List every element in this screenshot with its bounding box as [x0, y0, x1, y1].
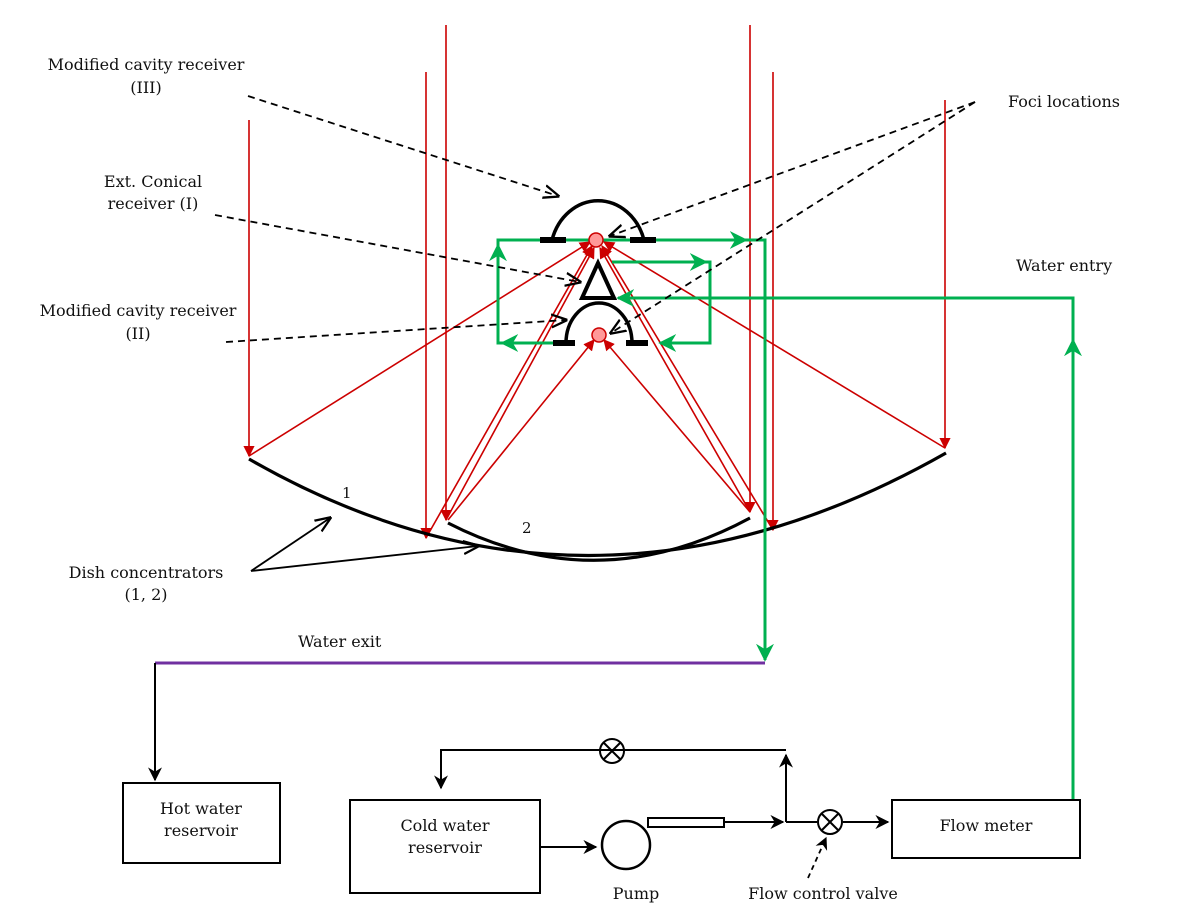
- label-modified-cavity-ii: Modified cavity receiver: [40, 301, 237, 320]
- label-dish-concentrators-sub: (1, 2): [124, 585, 167, 604]
- water-circuit: [489, 231, 1082, 800]
- receivers: [540, 199, 656, 346]
- leader-foci-upper: [610, 101, 976, 236]
- modified-cavity-receiver-ii: [564, 301, 634, 344]
- dish-concentrators: [248, 451, 947, 562]
- label-dish-1: 1: [342, 484, 352, 502]
- plumbing: [122, 738, 1081, 894]
- label-modified-cavity-iii: Modified cavity receiver: [48, 55, 245, 74]
- labels: Modified cavity receiver (III) Ext. Coni…: [40, 55, 1120, 903]
- label-cold-water-reservoir-sub: reservoir: [408, 838, 482, 857]
- label-dish-concentrators: Dish concentrators: [69, 563, 224, 582]
- reflected-ray: [425, 245, 593, 539]
- flow-control-valve-icon: [817, 809, 843, 835]
- label-flow-meter: Flow meter: [940, 816, 1033, 835]
- incoming-solar-rays: [243, 25, 951, 540]
- focus-point-upper: [588, 232, 604, 248]
- foci: [588, 232, 607, 343]
- pointer-dish-2: [250, 546, 478, 572]
- label-dish-2: 2: [522, 519, 532, 537]
- pipe-entry: [622, 296, 1075, 800]
- reflected-ray: [599, 247, 751, 513]
- label-ext-conical-sub: receiver (I): [108, 194, 199, 213]
- dish-concentrator-1: [248, 451, 947, 558]
- reflected-ray: [603, 241, 946, 449]
- label-foci-locations: Foci locations: [1008, 92, 1120, 111]
- label-modified-cavity-ii-sub: (II): [125, 324, 150, 343]
- label-water-exit: Water exit: [298, 632, 382, 651]
- focus-point-lower: [591, 327, 607, 343]
- dish-concentrator-2: [447, 516, 751, 562]
- pipe-bypass-return: [434, 749, 786, 790]
- pump: [600, 819, 652, 871]
- leader-cavity-iii: [247, 95, 558, 196]
- conical-receiver-i: [578, 258, 618, 300]
- modified-cavity-receiver-iii: [550, 199, 646, 241]
- label-modified-cavity-iii-sub: (III): [130, 78, 161, 97]
- hot-water-line: [148, 661, 765, 782]
- pointer-dish-1: [250, 518, 330, 572]
- label-cold-water-reservoir: Cold water: [400, 816, 489, 835]
- pipe-loop-right: [660, 260, 712, 345]
- reflected-ray: [603, 339, 751, 513]
- label-water-entry: Water entry: [1016, 256, 1112, 275]
- flow-meter: [891, 799, 1081, 859]
- reflected-ray: [248, 241, 591, 457]
- label-hot-water-reservoir: Hot water: [160, 799, 242, 818]
- reflected-solar-rays: [248, 241, 946, 539]
- dish-pointers: [250, 518, 478, 572]
- pipe-exit-down: [746, 238, 767, 660]
- label-ext-conical: Ext. Conical: [104, 172, 202, 191]
- annotation-leaders: [214, 95, 976, 343]
- leader-cavity-ii: [225, 320, 566, 343]
- reflected-ray: [445, 247, 595, 521]
- leader-conical: [214, 214, 580, 282]
- label-hot-water-reservoir-sub: reservoir: [164, 821, 238, 840]
- hot-water-reservoir: [122, 782, 281, 864]
- reflected-ray: [601, 245, 774, 531]
- leader-flow-control: [807, 836, 828, 879]
- reflected-ray: [447, 339, 595, 521]
- label-flow-control-valve: Flow control valve: [748, 884, 898, 903]
- label-pump: Pump: [613, 884, 659, 903]
- pump-outlet: [647, 817, 725, 828]
- bypass-valve-icon: [599, 738, 625, 764]
